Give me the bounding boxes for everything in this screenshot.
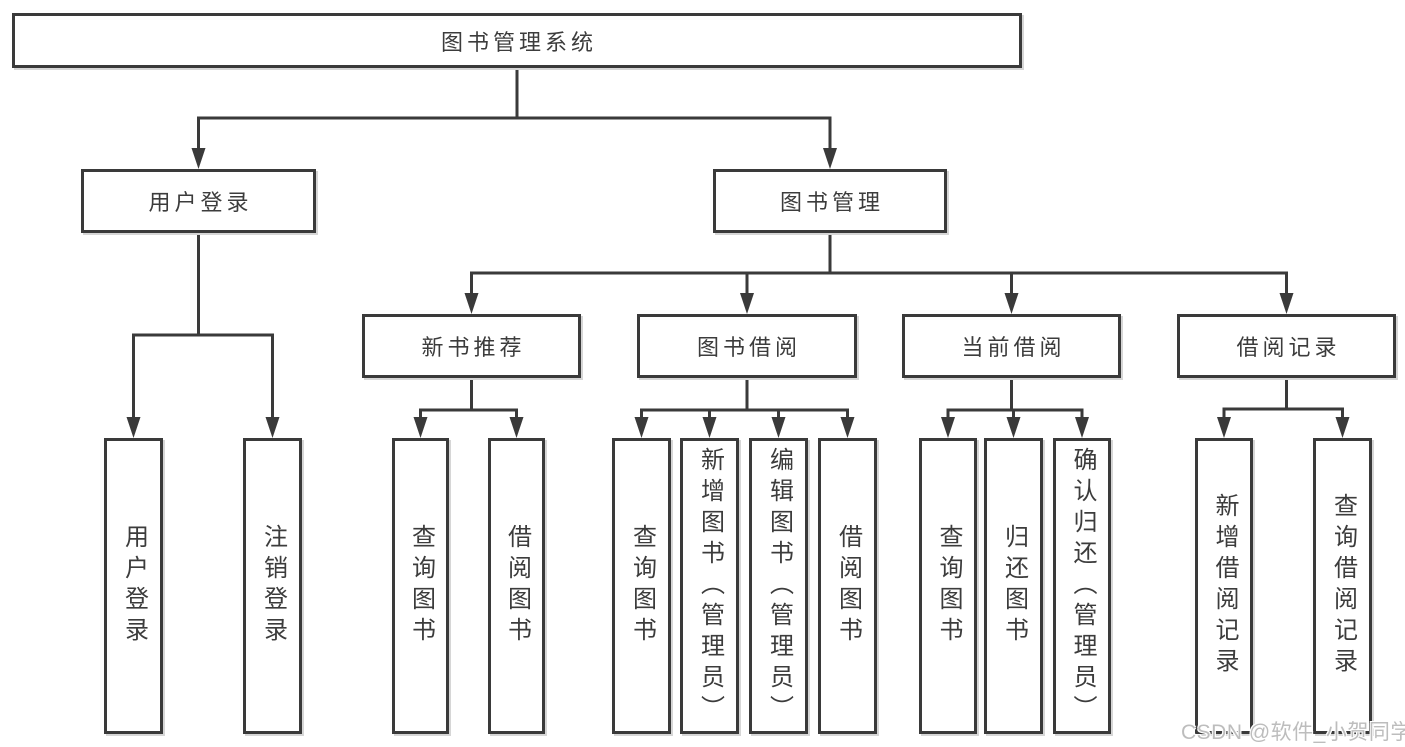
leaf-query-books-2: 查询图书 [612, 438, 671, 734]
leaf-return-book-label: 归还图书 [1000, 524, 1028, 648]
leaf-add-book-admin-label: 新增图书（管理员） [696, 446, 724, 726]
leaf-add-book-admin: 新增图书（管理员） [680, 438, 739, 734]
leaf-query-books-1: 查询图书 [392, 438, 449, 734]
leaf-add-borrow-record-label: 新增借阅记录 [1211, 493, 1238, 679]
leaf-confirm-return-admin-label: 确认归还（管理员） [1069, 446, 1096, 726]
leaf-query-books-3: 查询图书 [919, 438, 977, 734]
node-library-system: 图书管理系统 [12, 13, 1022, 68]
csdn-watermark: CSDN @软件_小贺同学 [1181, 721, 1405, 744]
leaf-query-books-2-label: 查询图书 [628, 524, 656, 648]
arrowheads [126, 148, 1350, 438]
node-user-login: 用户登录 [81, 169, 316, 233]
leaf-query-borrow-record: 查询借阅记录 [1313, 438, 1372, 734]
leaf-borrow-books-1: 借阅图书 [488, 438, 545, 734]
leaf-borrow-books-1-label: 借阅图书 [503, 524, 531, 648]
leaf-borrow-books-2: 借阅图书 [818, 438, 877, 734]
node-current-borrow: 当前借阅 [902, 314, 1121, 378]
node-borrow-records: 借阅记录 [1177, 314, 1396, 378]
leaf-logout: 注销登录 [243, 438, 302, 734]
leaf-confirm-return-admin: 确认归还（管理员） [1053, 438, 1111, 734]
leaf-edit-book-admin: 编辑图书（管理员） [749, 438, 808, 734]
leaf-edit-book-admin-label: 编辑图书（管理员） [765, 446, 793, 726]
leaf-query-books-3-label: 查询图书 [935, 524, 962, 648]
node-book-management: 图书管理 [713, 169, 947, 233]
leaf-add-borrow-record: 新增借阅记录 [1195, 438, 1253, 734]
leaf-query-books-1-label: 查询图书 [407, 524, 435, 648]
leaf-user-login-label: 用户登录 [120, 524, 148, 648]
node-new-book-recommend: 新书推荐 [362, 314, 581, 378]
leaf-query-borrow-record-label: 查询借阅记录 [1329, 493, 1357, 679]
leaf-user-login: 用户登录 [104, 438, 163, 734]
leaf-return-book: 归还图书 [984, 438, 1043, 734]
node-book-borrow: 图书借阅 [637, 314, 857, 378]
leaf-logout-label: 注销登录 [259, 524, 287, 648]
leaf-borrow-books-2-label: 借阅图书 [834, 524, 862, 648]
